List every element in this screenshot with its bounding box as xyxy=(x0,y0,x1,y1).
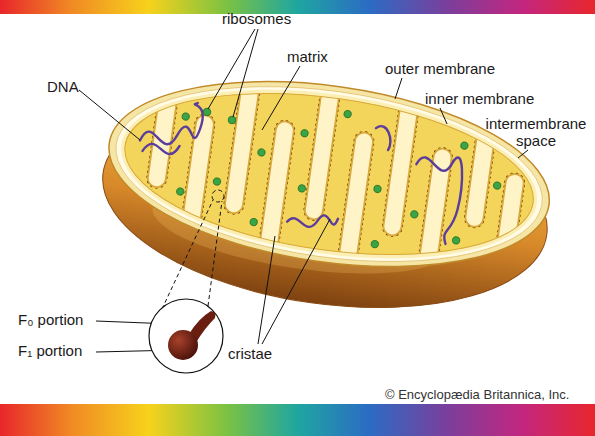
ribosome xyxy=(460,142,468,150)
cristae-folds xyxy=(133,28,539,337)
ribosomes xyxy=(168,88,508,264)
zoom-line xyxy=(162,200,213,309)
ribosome xyxy=(300,129,308,137)
atp-synthase-dots xyxy=(224,39,266,214)
dna-strand xyxy=(140,96,205,149)
dna-strand xyxy=(143,141,180,156)
atp-synthase-dots xyxy=(172,114,215,294)
mitochondrion xyxy=(88,22,568,342)
ribosome xyxy=(344,110,352,118)
dna-strand xyxy=(287,210,338,230)
leader-line xyxy=(262,219,330,344)
leader-line xyxy=(233,29,258,117)
leader-lines xyxy=(79,29,528,352)
leader-line xyxy=(395,78,402,99)
part-label: ribosomes xyxy=(222,10,291,27)
inner-membrane-edge xyxy=(115,70,544,278)
zoom-line xyxy=(208,201,222,306)
crista-fold xyxy=(331,131,374,316)
leader-line xyxy=(79,90,140,140)
ribosome xyxy=(176,187,184,195)
atp-synthase-dots xyxy=(410,148,453,328)
ribosome xyxy=(298,184,306,192)
part-label: matrix xyxy=(287,48,328,65)
inner-membrane xyxy=(112,68,546,280)
part-label: DNA xyxy=(47,78,79,95)
inset-circle xyxy=(149,299,223,373)
ribosome xyxy=(371,240,379,248)
atp-synthase-dots xyxy=(484,173,525,338)
ribosome xyxy=(493,182,501,190)
dna-strand xyxy=(406,152,466,245)
leader-line xyxy=(440,108,447,124)
part-label: outer membrane xyxy=(385,60,495,77)
ribosomes xyxy=(203,108,236,124)
ribosome xyxy=(452,236,460,244)
copyright-note: © Encyclopædia Britannica, Inc. xyxy=(385,386,569,403)
crista-fold xyxy=(484,173,525,338)
crista-fold xyxy=(410,148,453,328)
crista-fold xyxy=(224,39,266,214)
ribosome xyxy=(373,185,381,193)
ribosome xyxy=(228,116,236,124)
part-label: F₀ portion xyxy=(18,311,83,328)
zoom-spot xyxy=(212,190,224,202)
leader-line xyxy=(518,150,528,158)
part-label: inner membrane xyxy=(425,90,534,107)
ribosome xyxy=(257,148,265,156)
crista-fold xyxy=(172,114,215,294)
ribosome xyxy=(250,218,258,226)
atp-synthase-dots xyxy=(304,51,345,221)
part-label: cristae xyxy=(228,345,272,362)
ribosome xyxy=(203,108,211,116)
dna-strand xyxy=(373,125,392,150)
zoom-guides xyxy=(162,190,224,309)
ribosome xyxy=(410,210,418,218)
rainbow-band xyxy=(0,404,595,436)
leader-line xyxy=(258,236,275,344)
atp-synthase-dots xyxy=(251,120,294,305)
rainbow-band xyxy=(0,0,595,14)
ribosome xyxy=(213,177,221,185)
dna-strands xyxy=(131,93,468,247)
ribosome xyxy=(182,112,190,120)
part-label: F₁ portion xyxy=(18,342,82,359)
crista-fold xyxy=(251,120,294,305)
f1-head xyxy=(168,330,198,360)
atp-synthase-dots xyxy=(331,131,374,316)
leader-line xyxy=(208,29,255,109)
crista-fold xyxy=(304,51,345,221)
atp-synthase-inset xyxy=(149,299,223,373)
leader-line xyxy=(262,66,300,130)
part-label: intermembrane space xyxy=(480,115,592,149)
